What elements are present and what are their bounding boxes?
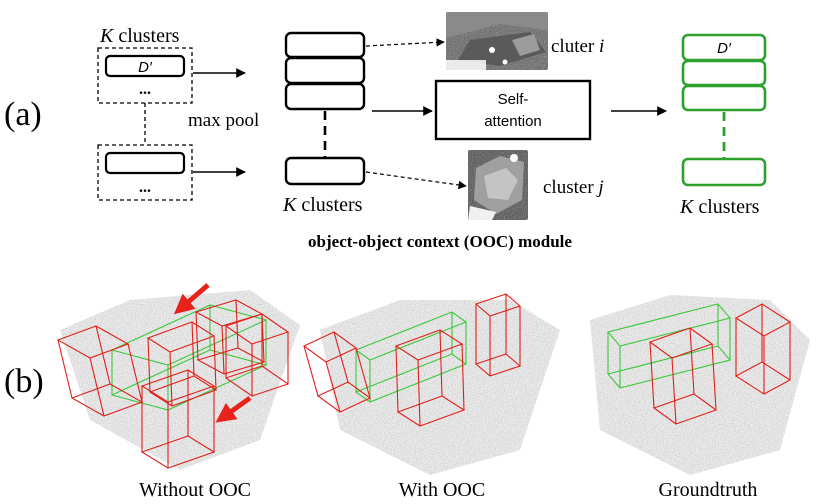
- bboxes-without-ooc: [56, 283, 290, 469]
- cluster-i-label: cluter i: [551, 36, 604, 57]
- arrow-to-cluster-i: [365, 38, 445, 47]
- out-cluster-box-2: [681, 59, 767, 87]
- self-attention-line1: Self-: [498, 91, 529, 108]
- cluster-i-text: cluter: [551, 36, 599, 57]
- out-cluster-box-3: [681, 84, 767, 112]
- bboxes-groundtruth: [607, 303, 792, 425]
- cluster-i-thumbnail: [446, 12, 548, 70]
- caption-with-ooc: With OOC: [399, 479, 485, 501]
- mid-cluster-box-1: [284, 31, 366, 59]
- mid-clusters-text: clusters: [296, 194, 362, 216]
- mid-clusters-var: K: [282, 194, 298, 216]
- left-cluster-box-bottom: [104, 151, 186, 175]
- left-cluster-box-top: [104, 54, 186, 78]
- panel-a-label: (a): [4, 96, 42, 133]
- cluster-j-label: cluster j: [543, 177, 604, 198]
- self-attention-box: [434, 79, 592, 141]
- left-clusters-var: K: [99, 25, 115, 47]
- arrow-to-cluster-j: [365, 171, 467, 190]
- cluster-j-thumbnail: [468, 150, 528, 220]
- mid-clusters-label: K clusters: [282, 194, 363, 216]
- left-ellipsis-top: ...: [139, 81, 151, 98]
- left-ellipsis-bottom: ...: [139, 179, 151, 196]
- out-clusters-text: clusters: [693, 196, 759, 218]
- panel-b-label: (b): [4, 363, 44, 400]
- point-cloud-without-ooc: [60, 290, 300, 470]
- bboxes-with-ooc: [302, 293, 522, 427]
- left-cluster-group-bottom: [97, 144, 193, 201]
- left-clusters-text: clusters: [113, 25, 179, 47]
- ooc-module-caption: object-object context (OOC) module: [308, 232, 572, 251]
- cluster-i-var: i: [599, 36, 604, 57]
- mid-cluster-box-last: [284, 156, 366, 186]
- mid-cluster-box-2: [284, 56, 366, 85]
- out-clusters-var: K: [679, 196, 695, 218]
- left-cluster-dim-label: D′: [138, 59, 153, 76]
- mid-cluster-box-3: [284, 82, 366, 111]
- cluster-j-var: j: [595, 177, 603, 198]
- point-cloud-with-ooc: [320, 300, 560, 475]
- cluster-j-text: cluster: [543, 177, 598, 198]
- red-arrow-lower: [215, 395, 252, 423]
- left-clusters-label: K clusters: [99, 25, 180, 47]
- out-clusters-label: K clusters: [679, 196, 760, 218]
- caption-without-ooc: Without OOC: [139, 479, 251, 501]
- self-attention-line2: attention: [484, 113, 542, 130]
- out-dim-label: D′: [717, 40, 732, 57]
- red-arrow-upper: [173, 283, 210, 315]
- max-pool-label: max pool: [188, 110, 259, 131]
- caption-groundtruth: Groundtruth: [659, 479, 758, 501]
- out-cluster-box-last: [681, 157, 767, 187]
